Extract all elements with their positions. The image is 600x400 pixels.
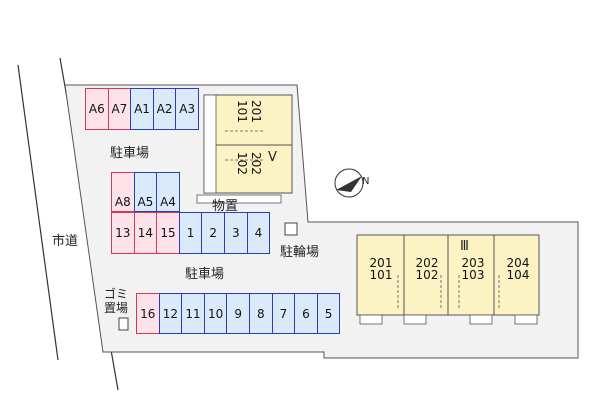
compass-icon — [334, 168, 364, 198]
city-road-label: 市道 — [52, 234, 79, 249]
unit-number-lower: 102 — [235, 152, 249, 175]
unit-number-upper: 202 — [249, 152, 263, 175]
parking-slot: A3 — [175, 88, 199, 130]
parking-slot: A4 — [156, 172, 180, 212]
unit-number-upper: 201 — [369, 256, 393, 270]
north-label: N — [362, 176, 370, 187]
unit-number-lower: 102 — [415, 268, 439, 282]
unit-number-lower: 104 — [506, 268, 530, 282]
parking-slot: A6 — [85, 88, 109, 130]
bicycle-parking-label: 駐輪場 — [280, 245, 320, 260]
parking-label-top: 駐車場 — [110, 146, 150, 161]
parking-slot: 16 — [136, 293, 160, 334]
garbage-label-1: ゴミ — [104, 287, 129, 301]
parking-slot: 15 — [156, 212, 180, 254]
parking-slot: 11 — [181, 293, 205, 334]
parking-slot: A5 — [133, 172, 158, 212]
unit-number-upper: 203 — [461, 256, 485, 270]
building-iii-label: Ⅲ — [460, 239, 469, 254]
unit-number-upper: 202 — [415, 256, 439, 270]
parking-slot: 1 — [178, 212, 203, 254]
parking-slot: 2 — [201, 212, 225, 254]
parking-slot: 8 — [249, 293, 273, 334]
parking-slot: 4 — [246, 212, 271, 254]
parking-slot: 9 — [226, 293, 250, 334]
parking-slot: 10 — [203, 293, 228, 334]
parking-slot: A7 — [107, 88, 132, 130]
unit-number-upper: 204 — [506, 256, 530, 270]
garbage-box — [118, 317, 129, 331]
parking-slot: 14 — [133, 212, 158, 254]
unit-number-lower: 103 — [461, 268, 485, 282]
parking-slot: 7 — [271, 293, 296, 334]
unit-number-lower: 101 — [369, 268, 393, 282]
parking-slot: A8 — [111, 172, 135, 212]
storage-strip — [196, 194, 282, 204]
parking-slot: 5 — [316, 293, 341, 334]
unit-number-lower: 101 — [235, 100, 249, 123]
parking-slot: A1 — [130, 88, 154, 130]
building-v-label: V — [268, 150, 277, 165]
parking-slot: 12 — [158, 293, 183, 334]
parking-slot: 6 — [294, 293, 318, 334]
garbage-label-2: 置場 — [104, 301, 129, 315]
storage-label: 物置 — [212, 199, 239, 214]
parking-slot: 13 — [111, 212, 135, 254]
parking-slot: A2 — [152, 88, 177, 130]
bicycle-parking-box — [284, 222, 298, 236]
parking-label-bottom: 駐車場 — [185, 267, 225, 282]
unit-number-upper: 201 — [249, 100, 263, 123]
parking-slot: 3 — [224, 212, 248, 254]
